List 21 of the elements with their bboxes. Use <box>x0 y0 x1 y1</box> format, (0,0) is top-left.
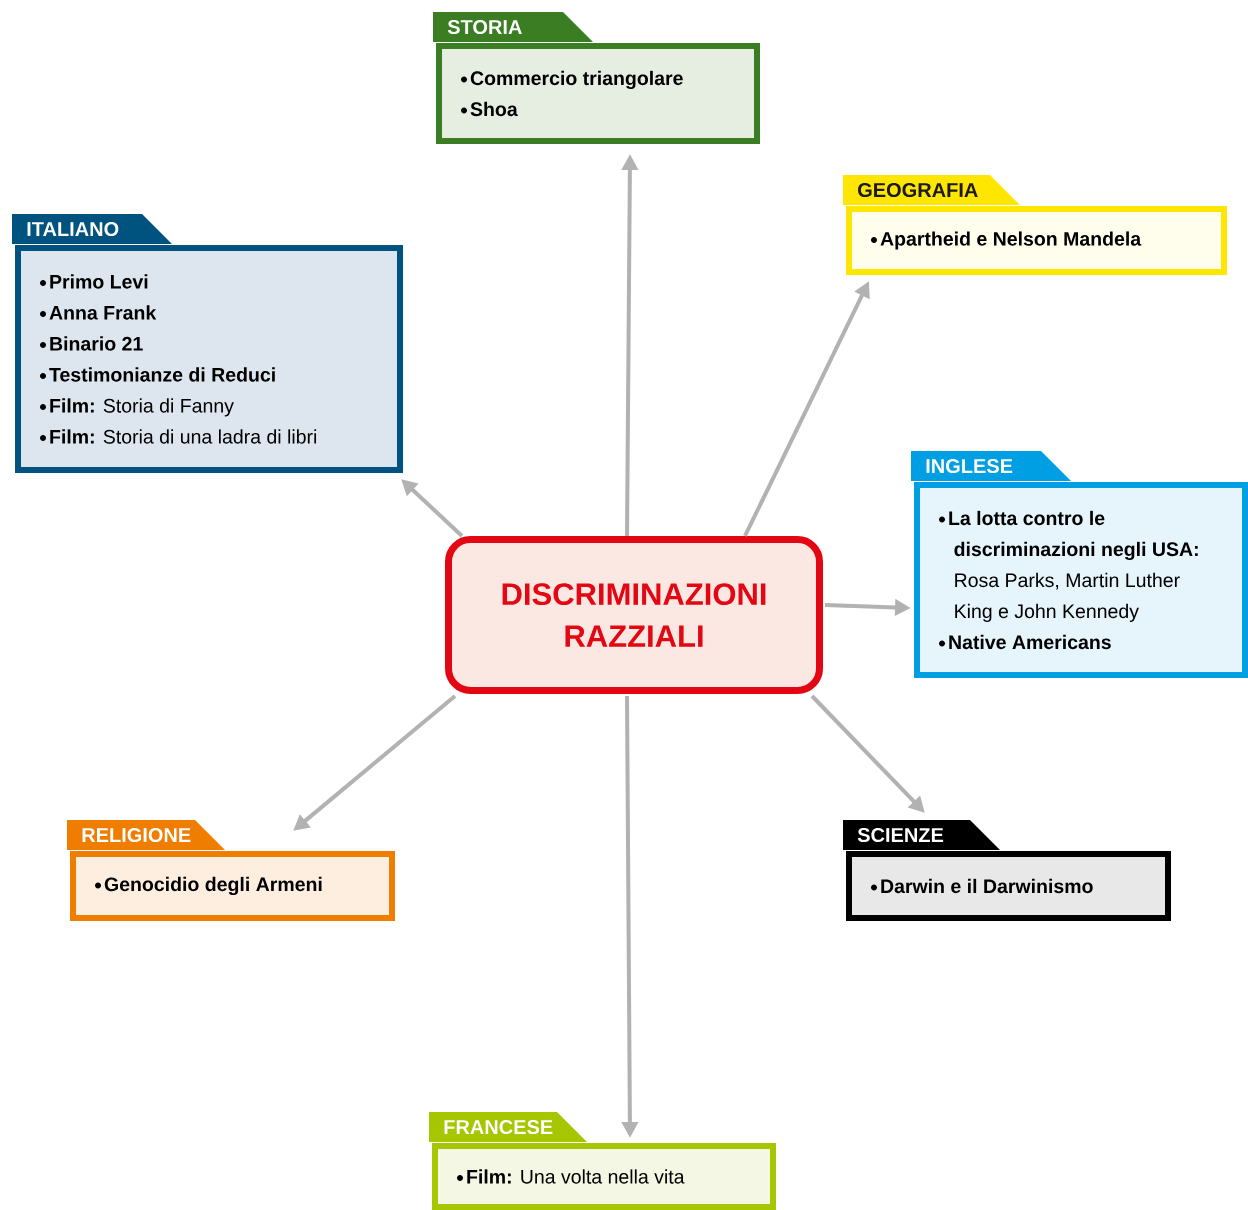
topic-box: Darwin e il Darwinismo <box>846 851 1171 921</box>
folder-tab: FRANCESE <box>429 1112 587 1142</box>
folder-tab: ITALIANO <box>12 214 172 244</box>
folder-tab: STORIA <box>433 12 593 42</box>
folder-tab: SCIENZE <box>843 820 1000 850</box>
topic-box: Primo Levi Anna Frank Binario 21 Testimonianze di Reduci Film: Storia di Fanny Film: Storia di una ladra di libri <box>15 245 403 473</box>
folder-tab: INGLESE <box>911 451 1071 481</box>
topic-box: La lotta contro le discriminazioni negli USA: Rosa Parks, Martin Luther King e John Kennedy Native Americans <box>914 482 1248 678</box>
folder-tab: RELIGIONE <box>67 820 225 850</box>
topic-box: Apartheid e Nelson Mandela <box>846 206 1227 275</box>
node-label: Primo Levi <box>50 274 148 289</box>
topic-box: Commercio triangolare Shoa <box>436 43 760 144</box>
folder-tab: GEOGRAFIA <box>843 175 1020 205</box>
topic-box: Genocidio degli Armeni <box>70 851 395 921</box>
node-label: Binario 21 <box>50 336 143 351</box>
topic-box: Film: Una volta nella vita <box>432 1143 776 1210</box>
node-label: Anna Frank <box>49 305 157 320</box>
node-label: Film: Storia di Fanny <box>50 398 234 417</box>
node-label: Testimonianze di Reduci <box>49 367 275 382</box>
node-label: Film: Storia di una ladra di libri <box>50 429 317 444</box>
central-box: DISCRIMINAZIONI RAZZIALI <box>445 536 823 694</box>
